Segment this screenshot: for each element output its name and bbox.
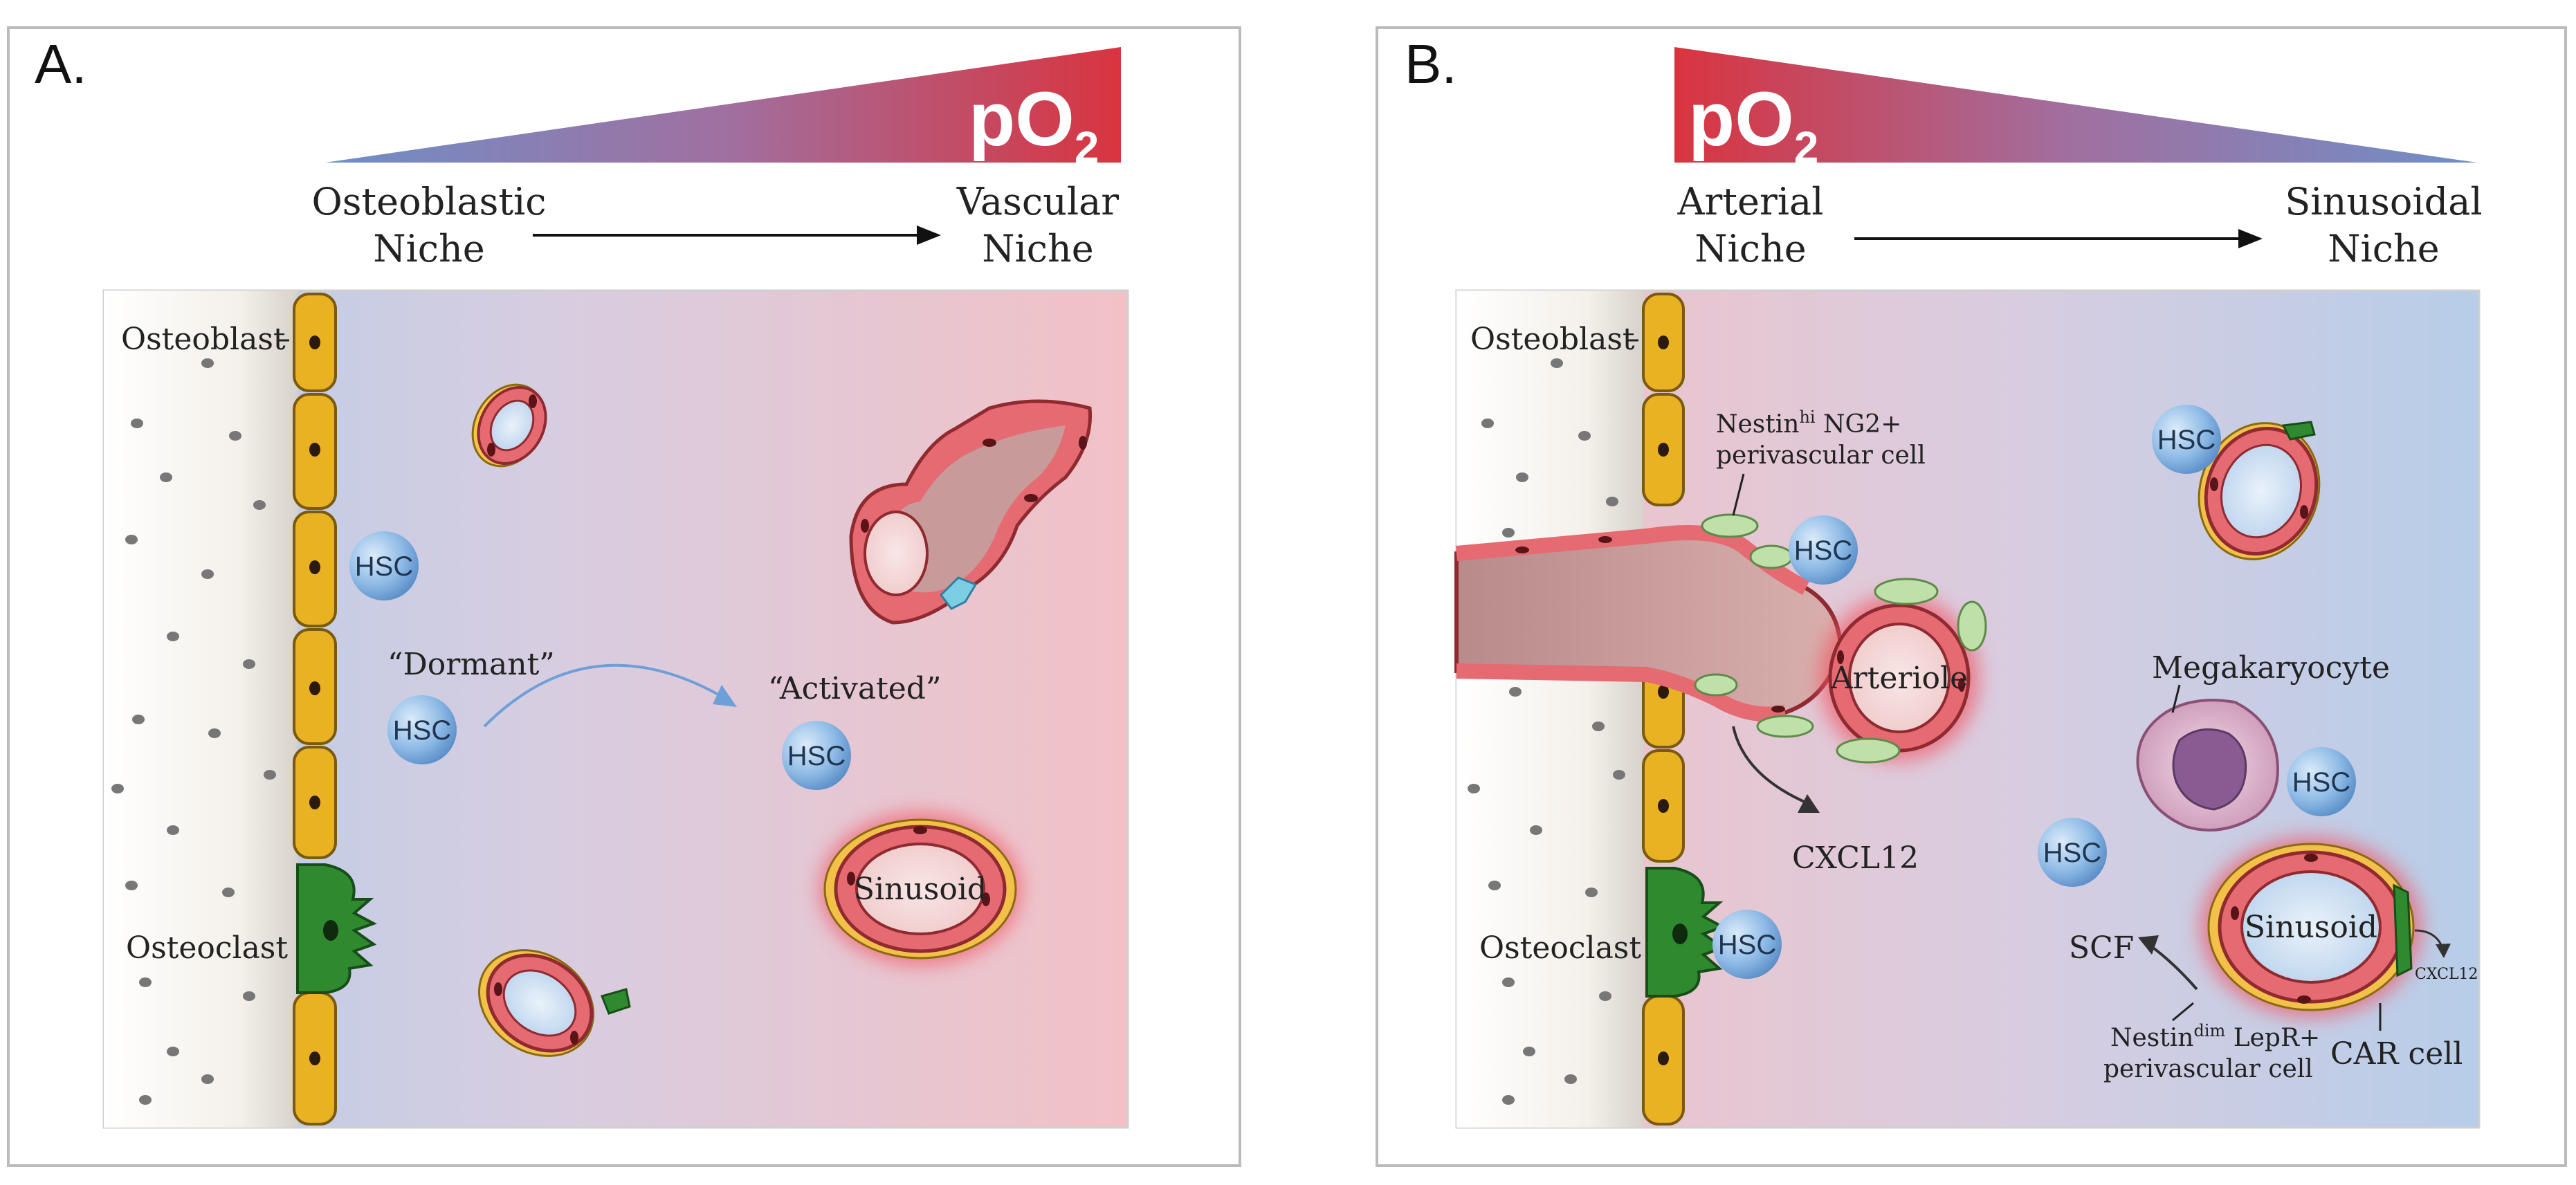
bone-region-b bbox=[1456, 291, 1643, 1128]
svg-text:HSC: HSC bbox=[393, 715, 451, 746]
megakaryocyte-label: Megakaryocyte bbox=[2152, 650, 2390, 686]
arteriole-label: Arteriole bbox=[1830, 661, 1968, 696]
cxcl12-small-label: CXCL12 bbox=[2415, 966, 2478, 983]
niche-arrow-head bbox=[917, 226, 941, 245]
hsc-cell: HSC bbox=[2152, 405, 2221, 474]
sinusoid-b: Sinusoid bbox=[2200, 837, 2422, 1017]
bone-region bbox=[104, 291, 298, 1128]
hsc-cell: HSC bbox=[1712, 910, 1782, 979]
svg-text:HSC: HSC bbox=[2292, 767, 2350, 798]
nestin-dim-label-2: perivascular cell bbox=[2103, 1055, 2313, 1083]
small-vessel-top-b bbox=[2198, 421, 2321, 560]
activation-arrow bbox=[483, 663, 720, 728]
panel-b: B. pO2 Arterial Niche Sinusoidal Niche bbox=[1376, 26, 2567, 1167]
arterial-niche-label-2: Niche bbox=[1695, 227, 1807, 270]
cxcl12-label: CXCL12 bbox=[1792, 840, 1919, 876]
bone-dots bbox=[111, 358, 276, 1105]
arteriole: Arteriole bbox=[1820, 595, 1979, 761]
hsc-cell: HSC bbox=[782, 721, 851, 790]
svg-text:HSC: HSC bbox=[1718, 930, 1776, 960]
hsc-cell: HSC bbox=[1789, 515, 1858, 585]
sinusoid-a-label: Sinusoid bbox=[854, 872, 987, 907]
sinusoidal-niche-label: Sinusoidal bbox=[2285, 180, 2482, 223]
dormant-label: “Dormant” bbox=[387, 647, 555, 682]
scf-arrow-head bbox=[2138, 935, 2159, 955]
sinusoid-b-label: Sinusoid bbox=[2245, 910, 2377, 945]
panel-a-letter: A. bbox=[35, 33, 87, 95]
nestin-hi-label: Nestinhi NG2+ bbox=[1716, 407, 1901, 439]
svg-text:HSC: HSC bbox=[355, 551, 413, 582]
bone-dots-b bbox=[1468, 358, 1625, 1105]
vascular-niche-label: Vascular bbox=[956, 180, 1119, 223]
osteoclast-label-b: Osteoclast bbox=[1479, 930, 1641, 966]
osteoclast-label: Osteoclast bbox=[126, 930, 288, 966]
large-vessel-top bbox=[849, 399, 1093, 625]
hsc-cell: HSC bbox=[2038, 818, 2107, 887]
small-vessel-bottom bbox=[477, 949, 631, 1057]
po2-gradient-wedge-b bbox=[1674, 47, 2477, 163]
osteoblast-column bbox=[293, 293, 337, 1126]
svg-text:HSC: HSC bbox=[787, 741, 846, 771]
hsc-cell: HSC bbox=[387, 695, 457, 764]
arterial-niche-label: Arterial bbox=[1677, 180, 1823, 223]
hsc-cell: HSC bbox=[2287, 747, 2356, 816]
activated-label: “Activated” bbox=[768, 671, 941, 706]
po2-label-b: pO2 bbox=[1688, 77, 1818, 172]
osteoblast-label: Osteoblast bbox=[121, 322, 286, 357]
osteoblast-label-b: Osteoblast bbox=[1470, 322, 1635, 357]
osteoblast-column-b bbox=[1642, 293, 1685, 1126]
hsc-cell: HSC bbox=[349, 531, 419, 600]
po2-label: pO2 bbox=[969, 77, 1099, 172]
po2-gradient-wedge bbox=[325, 47, 1121, 163]
artery bbox=[1454, 525, 1843, 722]
vascular-niche-label-2: Niche bbox=[982, 227, 1094, 270]
panel-b-letter: B. bbox=[1405, 33, 1457, 95]
cxcl12-arrow-head bbox=[1798, 794, 1820, 813]
panel-a: A. pO2 Osteoblastic Niche Vascular Niche bbox=[7, 26, 1241, 1167]
sinusoidal-niche-label-2: Niche bbox=[2328, 227, 2440, 270]
svg-text:HSC: HSC bbox=[2043, 838, 2101, 868]
scf-label: SCF bbox=[2069, 930, 2134, 966]
small-vessel-top bbox=[471, 383, 547, 468]
svg-text:HSC: HSC bbox=[2157, 425, 2216, 455]
car-cell-label: CAR cell bbox=[2330, 1036, 2463, 1072]
osteoblastic-niche-label: Osteoblastic bbox=[311, 180, 546, 223]
nestin-dim-label: Nestindim LepR+ bbox=[2110, 1021, 2320, 1052]
cxcl12-arrow bbox=[1732, 726, 1807, 804]
ng2-perivascular-cells bbox=[1694, 513, 1987, 764]
activation-arrow-head bbox=[713, 685, 737, 707]
osteoblastic-niche-label-2: Niche bbox=[373, 227, 485, 270]
nestin-hi-label-2: perivascular cell bbox=[1716, 441, 1926, 470]
svg-text:HSC: HSC bbox=[1794, 535, 1852, 566]
niche-arrow-head-b bbox=[2238, 229, 2263, 248]
megakaryocyte bbox=[2136, 699, 2279, 832]
sinusoid-a: Sinusoid bbox=[820, 813, 1021, 965]
